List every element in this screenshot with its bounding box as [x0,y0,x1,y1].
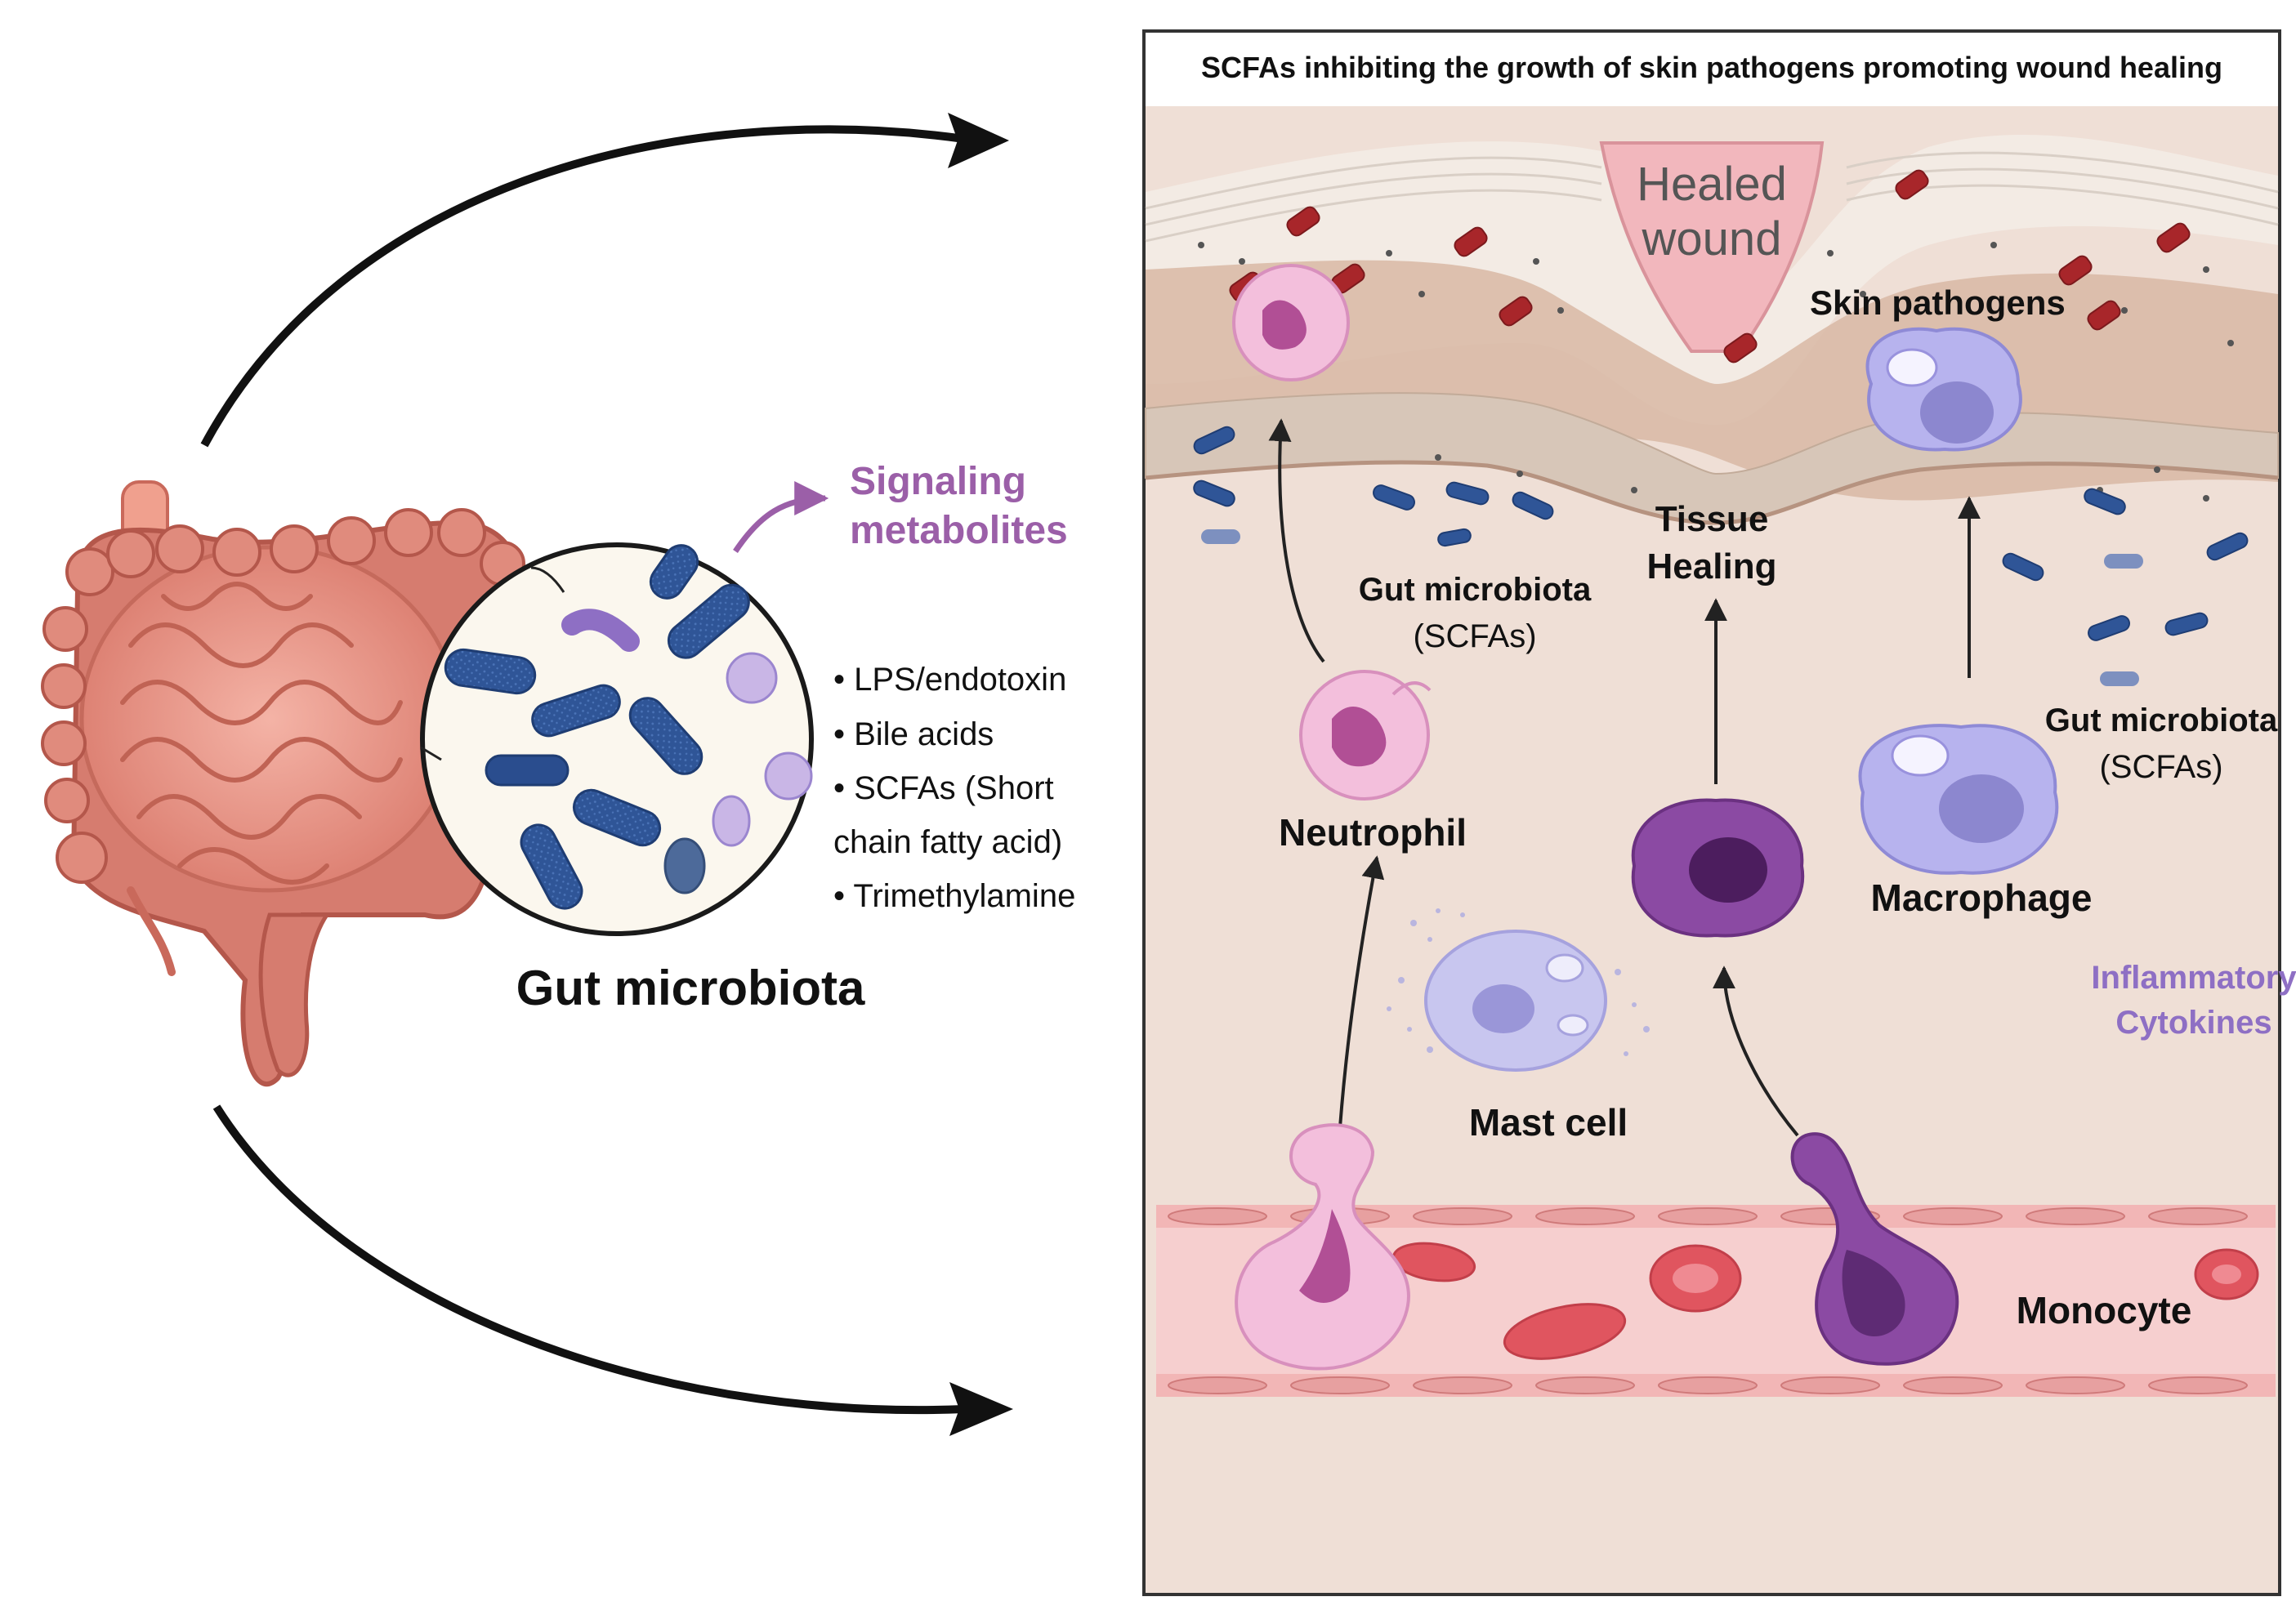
extravasating-neutrophil-icon [1235,1123,1410,1371]
macrophage-icon [1858,724,2059,875]
intestine-illustration [41,480,529,1086]
gut-microbiota-scfa-right-line2: (SCFAs) [2099,749,2222,785]
neutrophil-icon [1299,670,1432,801]
macrophage-skin-icon [1865,327,2022,452]
signaling-arrow [733,481,829,553]
macrophage-label: Macrophage [1871,876,2093,919]
healed-wound-label-line1: Healed [1637,158,1787,211]
gut-microbiota-scfa-left-line1: Gut microbiota [1359,572,1592,608]
gut-microbiota-scfa-left-line2: (SCFAs) [1413,618,1536,654]
mast-cell-icon [1387,908,1650,1072]
mast-cell-label: Mast cell [1469,1101,1628,1144]
skin-pathogens-label: Skin pathogens [1810,283,2066,322]
metabolite-list: • LPS/endotoxin • Bile acids • SCFAs (Sh… [833,662,1075,914]
metabolite-item: chain fatty acid) [833,824,1062,860]
dendritic-cell-icon [1631,798,1805,938]
microbiota-circle [420,542,814,936]
inflammatory-cytokines-line2: Cytokines [2115,1005,2271,1041]
inflammatory-cytokines-line1: Inflammatory [2091,960,2296,996]
gut-microbiota-label: Gut microbiota [516,961,865,1015]
metabolite-item: • SCFAs (Short [833,770,1054,806]
neutrophil-skin-icon [1232,264,1350,381]
signaling-label-line2: metabolites [850,509,1068,552]
panel-title: SCFAs inhibiting the growth of skin path… [1201,51,2222,84]
cell-migration-arrows [1268,418,1981,1137]
metabolite-item: • Trimethylamine [833,878,1075,914]
healed-wound-label-line2: wound [1642,212,1782,265]
metabolite-item: • LPS/endotoxin [833,662,1066,698]
signaling-label-line1: Signaling [850,460,1026,503]
wound-healing-panel: Healed wound [1142,29,2296,1596]
neutrophil-label: Neutrophil [1279,811,1467,854]
extravasating-monocyte-icon [1790,1132,1959,1366]
top-curved-arrow [200,113,1009,448]
bottom-curved-arrow [212,1104,1013,1436]
tissue-healing-line2: Healing [1647,546,1777,586]
monocyte-label: Monocyte [2017,1289,2192,1331]
tissue-healing-line1: Tissue [1655,499,1769,539]
gut-microbiota-scfa-right-line1: Gut microbiota [2045,702,2278,738]
metabolite-item: • Bile acids [833,716,994,752]
